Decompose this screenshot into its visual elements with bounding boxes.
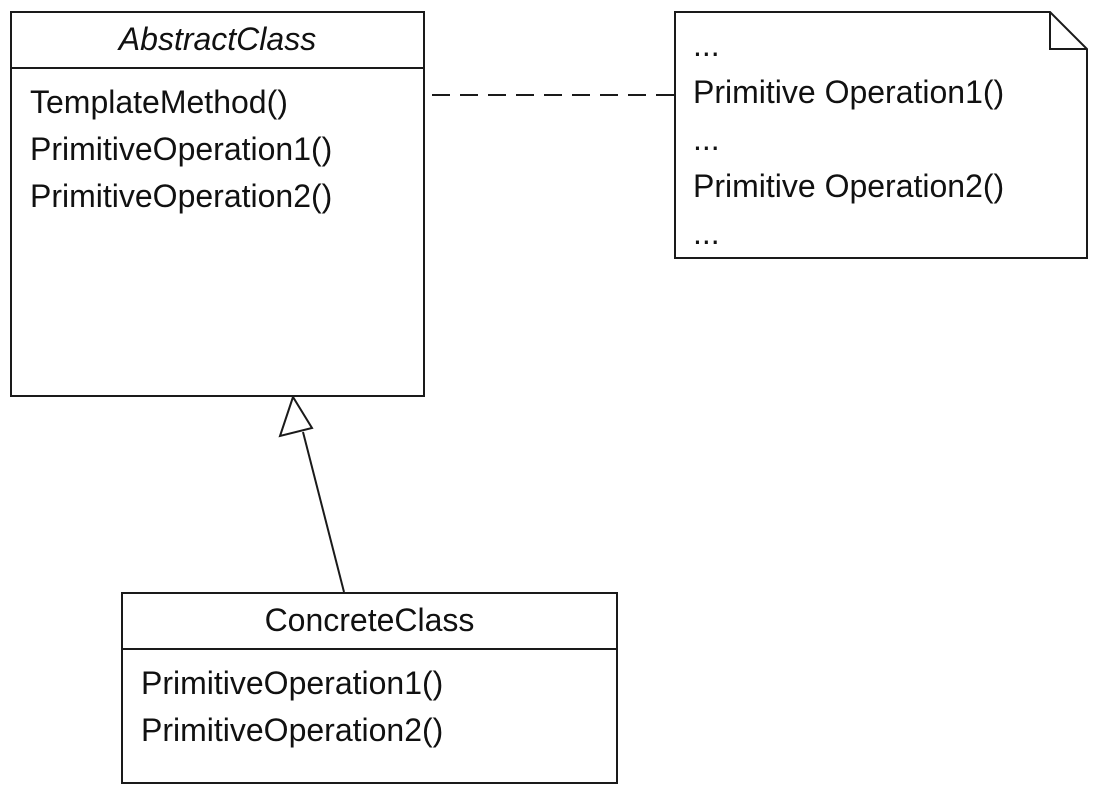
abstract-class-box[interactable]: AbstractClass TemplateMethod() Primitive… (10, 11, 425, 397)
note-line-ellipsis-1: ... (693, 27, 720, 63)
concrete-primitive-operation-1: PrimitiveOperation1() (141, 665, 444, 701)
note-line-primitive-operation-1: Primitive Operation1() (693, 74, 1005, 110)
generalization-arrowhead (278, 394, 314, 438)
abstract-class-name: AbstractClass (12, 13, 423, 69)
note-line-ellipsis-3: ... (693, 215, 720, 251)
generalization-line (302, 431, 345, 593)
concrete-primitive-operation-2: PrimitiveOperation2() (141, 712, 444, 748)
concrete-class-name: ConcreteClass (123, 594, 616, 650)
note-shape (674, 11, 1088, 259)
concrete-class-operations: PrimitiveOperation1() PrimitiveOperation… (123, 650, 616, 754)
template-method-operation: TemplateMethod() (30, 84, 288, 120)
note-text: ... Primitive Operation1() ... Primitive… (693, 22, 1083, 257)
note-line-ellipsis-2: ... (693, 121, 720, 157)
concrete-class-box[interactable]: ConcreteClass PrimitiveOperation1() Prim… (121, 592, 618, 784)
primitive-operation-2: PrimitiveOperation2() (30, 178, 333, 214)
note-fold (1049, 12, 1087, 50)
primitive-operation-1: PrimitiveOperation1() (30, 131, 333, 167)
note-line-primitive-operation-2: Primitive Operation2() (693, 168, 1005, 204)
abstract-class-operations: TemplateMethod() PrimitiveOperation1() P… (12, 69, 423, 220)
